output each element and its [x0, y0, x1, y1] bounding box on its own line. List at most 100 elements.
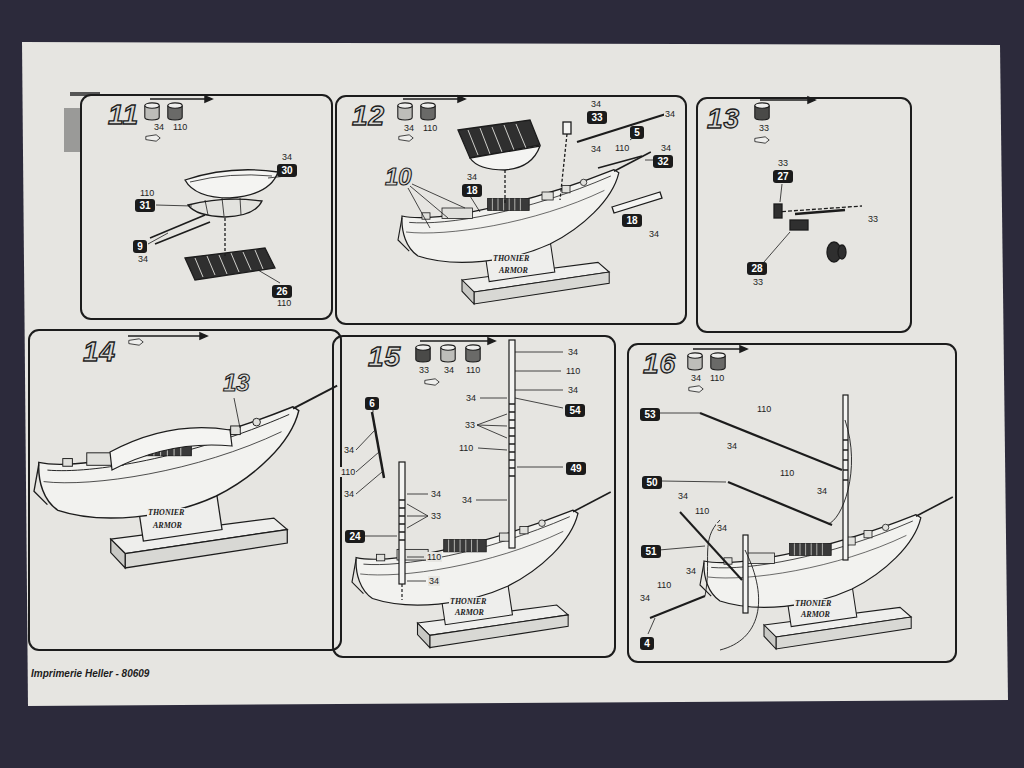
nameplate-text: THONIER	[449, 597, 487, 606]
step-number: 13	[707, 104, 740, 134]
part-number: 33	[591, 112, 603, 123]
paint-number: 34	[153, 122, 165, 132]
nameplate-text: ARMOR	[152, 521, 183, 530]
printer-imprint: Imprimerie Heller - 80609	[30, 668, 150, 680]
paint-number: 33	[430, 511, 442, 521]
boat-model	[700, 497, 953, 649]
part-number-box: 31	[135, 199, 155, 212]
part-number-box: 50	[642, 476, 662, 489]
paint-number: 34	[343, 445, 355, 455]
part-number: 53	[644, 409, 656, 420]
paint-number: 110	[426, 552, 442, 562]
part-number-box: 24	[345, 530, 365, 543]
part-number-box: 6	[365, 397, 379, 410]
nameplate-text: THONIER	[794, 599, 832, 608]
step-panel: 16 53 50 51 4	[627, 343, 957, 663]
boat-model	[398, 152, 651, 304]
paint-number: 110	[779, 468, 795, 478]
part-number: 28	[751, 263, 763, 274]
part-number: 49	[570, 463, 582, 474]
part-number-box: 32	[653, 155, 673, 168]
step-13-parts	[764, 184, 862, 262]
boat-model	[34, 386, 337, 568]
step-14-leader	[110, 398, 240, 470]
part-number: 51	[645, 546, 657, 557]
paint-number: 33	[867, 214, 879, 224]
part-number-box: 28	[747, 262, 767, 275]
paint-number: 34	[690, 373, 702, 383]
part-number: 24	[349, 531, 361, 542]
step-15-masts	[356, 340, 563, 600]
paint-number: 110	[694, 506, 710, 516]
part-number-box: 33	[587, 111, 607, 124]
paint-number: 110	[422, 123, 438, 133]
step-number: 15	[368, 342, 401, 372]
step-number: 16	[643, 349, 676, 379]
paint-number: 33	[464, 420, 476, 430]
part-number-box: 54	[565, 404, 585, 417]
paint-number: 110	[465, 365, 481, 375]
paint-number: 34	[137, 254, 149, 264]
paint-number: 34	[716, 523, 728, 533]
part-number-box: 49	[566, 462, 586, 475]
nameplate-text: THONIER	[147, 508, 185, 517]
paint-number: 110	[458, 443, 474, 453]
brush-arrows	[128, 96, 815, 352]
sub-assembly-number: 10	[384, 164, 413, 190]
paint-number: 33	[758, 123, 770, 133]
paint-number: 34	[567, 347, 579, 357]
paint-number: 34	[343, 489, 355, 499]
sub-assembly-number: 13	[222, 370, 251, 396]
paint-number: 34	[281, 152, 293, 162]
paint-number: 110	[276, 298, 292, 308]
part-number-box: 30	[277, 164, 297, 177]
step-panel: 14	[28, 329, 342, 651]
part-number: 26	[276, 286, 288, 297]
part-number: 18	[626, 215, 638, 226]
paint-number: 110	[340, 467, 356, 477]
paint-number: 34	[428, 576, 440, 586]
paint-number: 110	[709, 373, 725, 383]
page-tab	[64, 108, 80, 152]
step-panel: 132728	[696, 97, 912, 333]
paint-number: 34	[816, 486, 828, 496]
step-number: 11	[108, 100, 139, 130]
paint-number: 110	[756, 404, 772, 414]
nameplate-text: ARMOR	[498, 266, 529, 275]
paint-number: 110	[656, 580, 672, 590]
paint-number: 33	[418, 365, 430, 375]
part-number-box: 51	[641, 545, 661, 558]
paint-number: 34	[443, 365, 455, 375]
part-number-box: 18	[622, 214, 642, 227]
paint-number: 34	[648, 229, 660, 239]
paint-icons	[129, 103, 769, 392]
paint-number: 34	[726, 441, 738, 451]
paint-number: 34	[677, 491, 689, 501]
step-panel: 12335321818	[335, 95, 687, 325]
step-16-rigging	[648, 395, 852, 650]
part-number-box: 9	[133, 240, 147, 253]
part-number: 54	[569, 405, 581, 416]
part-number-box: 5	[630, 126, 644, 139]
paint-number: 34	[567, 385, 579, 395]
part-number: 4	[644, 638, 650, 649]
paint-number: 34	[466, 172, 478, 182]
paint-number: 110	[172, 122, 188, 132]
paint-number: 34	[590, 99, 602, 109]
step-12-parts	[408, 114, 666, 228]
paint-number: 34	[664, 109, 676, 119]
paint-number: 110	[614, 143, 630, 153]
paint-number: 34	[461, 495, 473, 505]
part-number: 31	[139, 200, 151, 211]
paint-number: 34	[590, 144, 602, 154]
part-number: 18	[466, 185, 478, 196]
nameplate-text: ARMOR	[454, 608, 485, 617]
nameplate-text: THONIER	[492, 254, 530, 263]
paint-number: 34	[660, 143, 672, 153]
paint-number: 34	[639, 593, 651, 603]
part-number-box: 53	[640, 408, 660, 421]
step-11-parts	[148, 170, 286, 283]
part-number-box: 4	[640, 637, 654, 650]
step-number: 14	[83, 337, 116, 367]
